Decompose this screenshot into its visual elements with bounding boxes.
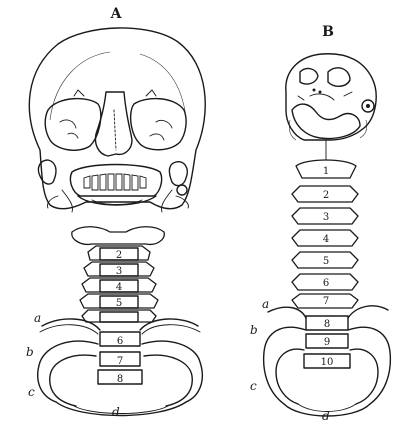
a-label-b: b (26, 345, 34, 359)
a-first-rib (38, 341, 203, 402)
a-num-8: 8 (117, 374, 123, 385)
b-num-9: 9 (324, 337, 330, 348)
a-vertebra-atlas (72, 227, 164, 245)
b-num-8: 8 (324, 319, 330, 330)
skull-a-nasal (96, 92, 133, 156)
b-num-3: 3 (323, 212, 329, 223)
b-num-1: 1 (323, 166, 329, 177)
a-num-5: 5 (116, 298, 122, 309)
panel-a-label: A (110, 6, 123, 22)
skull-a-teeth (84, 174, 146, 190)
b-num-10: 10 (321, 357, 334, 368)
a-num-6: 6 (117, 336, 123, 347)
b-num-2: 2 (323, 190, 329, 201)
skull-a-right-orbit (131, 99, 186, 150)
b-num-7: 7 (323, 296, 329, 307)
skull-b-jaw (292, 104, 360, 138)
skull-a-left-orbit (45, 99, 101, 151)
a-label-a: a (34, 311, 41, 325)
b-label-c: c (250, 379, 257, 393)
a-num-4: 4 (116, 282, 122, 293)
a-label-c: c (28, 385, 35, 399)
panel-a: A (26, 6, 205, 419)
b-num-4: 4 (323, 234, 329, 245)
a-num-2: 2 (116, 250, 122, 261)
panel-b-label: B (322, 24, 334, 40)
b-num-5: 5 (323, 256, 329, 267)
a-num-3: 3 (116, 266, 122, 277)
b-label-a: a (262, 297, 269, 311)
b-label-b: b (250, 323, 258, 337)
a-num-7: 7 (117, 356, 123, 367)
b-num-6: 6 (323, 278, 329, 289)
b-label-d: d (322, 409, 330, 423)
skull-a-cranium (29, 28, 205, 209)
panel-b: B 1 2 (250, 24, 390, 423)
a-label-d: d (112, 405, 120, 419)
